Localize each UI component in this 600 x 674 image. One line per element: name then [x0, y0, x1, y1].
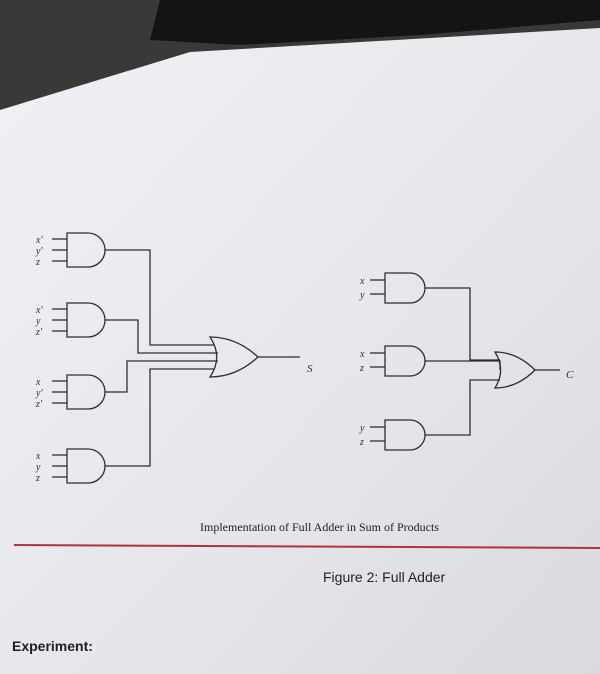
divider-rule [13, 544, 600, 549]
input-label: x' [35, 305, 43, 316]
figure-title: Figure 2: Full Adder [323, 569, 446, 585]
or-gate [208, 336, 259, 378]
output-label-c: C [566, 369, 574, 381]
input-label: z [35, 257, 40, 268]
input-label: z' [35, 399, 43, 410]
input-label: x [359, 349, 365, 360]
figure-caption: Implementation of Full Adder in Sum of P… [200, 520, 439, 534]
and-gate [66, 302, 106, 338]
and-gate [66, 374, 106, 410]
paper-sheet [0, 28, 600, 674]
input-label: x' [35, 235, 43, 246]
or-gate [493, 351, 536, 389]
input-label: y' [35, 388, 43, 399]
input-label: y [35, 316, 41, 327]
and-gate [384, 272, 426, 304]
input-label: y [35, 462, 41, 473]
input-label: y [359, 290, 365, 301]
carry-circuit [370, 272, 560, 451]
input-label: z [359, 437, 364, 448]
and-gate [66, 232, 106, 268]
input-label: y' [35, 246, 43, 257]
input-label: y [359, 423, 365, 434]
input-label: x [35, 451, 41, 462]
section-heading-experiment: Experiment: [12, 638, 93, 654]
and-gate [384, 345, 426, 377]
input-label: x [35, 377, 41, 388]
input-label: z [35, 473, 40, 484]
output-label-s: S [307, 363, 313, 375]
and-gate [66, 448, 106, 484]
sum-of-products-circuit [52, 232, 300, 484]
input-label: z [359, 363, 364, 374]
input-label: z' [35, 327, 43, 338]
input-label: x [359, 276, 365, 287]
and-gate [384, 419, 426, 451]
